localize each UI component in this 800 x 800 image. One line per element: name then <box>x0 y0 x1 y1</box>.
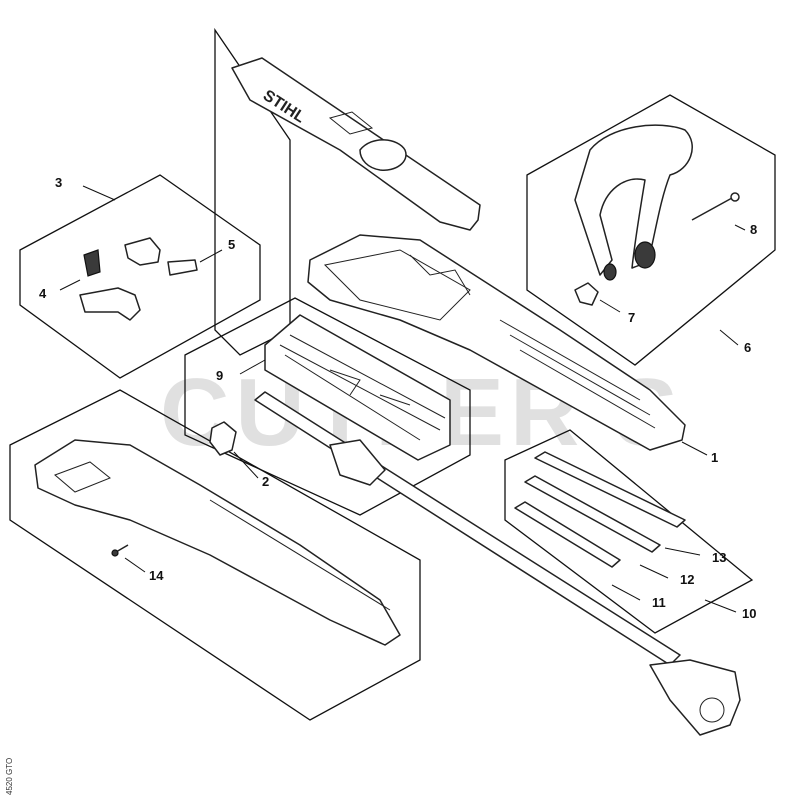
trigger-part <box>79 287 141 321</box>
group-box-6 <box>526 94 776 366</box>
part-number-14: 14 <box>149 568 164 583</box>
front-handle-part <box>574 124 693 281</box>
leader-10 <box>704 599 737 613</box>
top-cover-part: STIHL <box>231 57 481 231</box>
part-number-4: 4 <box>39 286 47 301</box>
leader-5 <box>199 249 223 263</box>
part-number-6: 6 <box>744 340 751 355</box>
leader-8 <box>734 224 746 231</box>
part-number-7: 7 <box>628 310 635 325</box>
group-box-10 <box>504 429 754 634</box>
handle-bolt-part <box>691 192 740 221</box>
group-box-9 <box>184 297 471 516</box>
part-number-11: 11 <box>652 595 666 610</box>
leader-12 <box>639 564 669 579</box>
part-number-2: 2 <box>262 474 269 489</box>
group-box-housing-cover <box>214 27 291 356</box>
switch-parts <box>79 237 198 321</box>
handle-nut-part <box>574 282 599 306</box>
part-number-12: 12 <box>680 572 694 587</box>
leader-4 <box>59 279 81 291</box>
electronics-tray-part <box>264 314 451 461</box>
leader-7 <box>599 299 621 313</box>
part-number-3: 3 <box>55 175 62 190</box>
spring-part <box>83 249 101 277</box>
part-number-9: 9 <box>216 368 223 383</box>
rear-handle-part <box>34 439 401 646</box>
switch-lever-part <box>124 237 161 266</box>
part-number-13: 13 <box>712 550 726 565</box>
side-code: 4520 GTO <box>5 758 14 795</box>
leader-11 <box>611 584 641 601</box>
leader-9 <box>239 359 266 375</box>
part-number-1: 1 <box>711 450 718 465</box>
part-number-5: 5 <box>228 237 235 252</box>
leader-6 <box>719 329 739 346</box>
part-number-8: 8 <box>750 222 757 237</box>
group-box-3 <box>19 174 261 379</box>
leader-1 <box>681 441 708 456</box>
spring-clip-part <box>167 259 198 276</box>
motor-housing-part <box>307 234 686 451</box>
cable-clamp-part <box>209 421 237 456</box>
leader-13 <box>664 547 701 556</box>
shaft-part <box>254 391 741 736</box>
screw-part <box>111 544 129 557</box>
leader-3 <box>82 185 116 201</box>
leader-2 <box>233 451 259 479</box>
part-number-10: 10 <box>742 606 756 621</box>
group-box-handle <box>9 389 421 721</box>
leader-14 <box>124 557 146 573</box>
label-set-part <box>514 451 686 568</box>
